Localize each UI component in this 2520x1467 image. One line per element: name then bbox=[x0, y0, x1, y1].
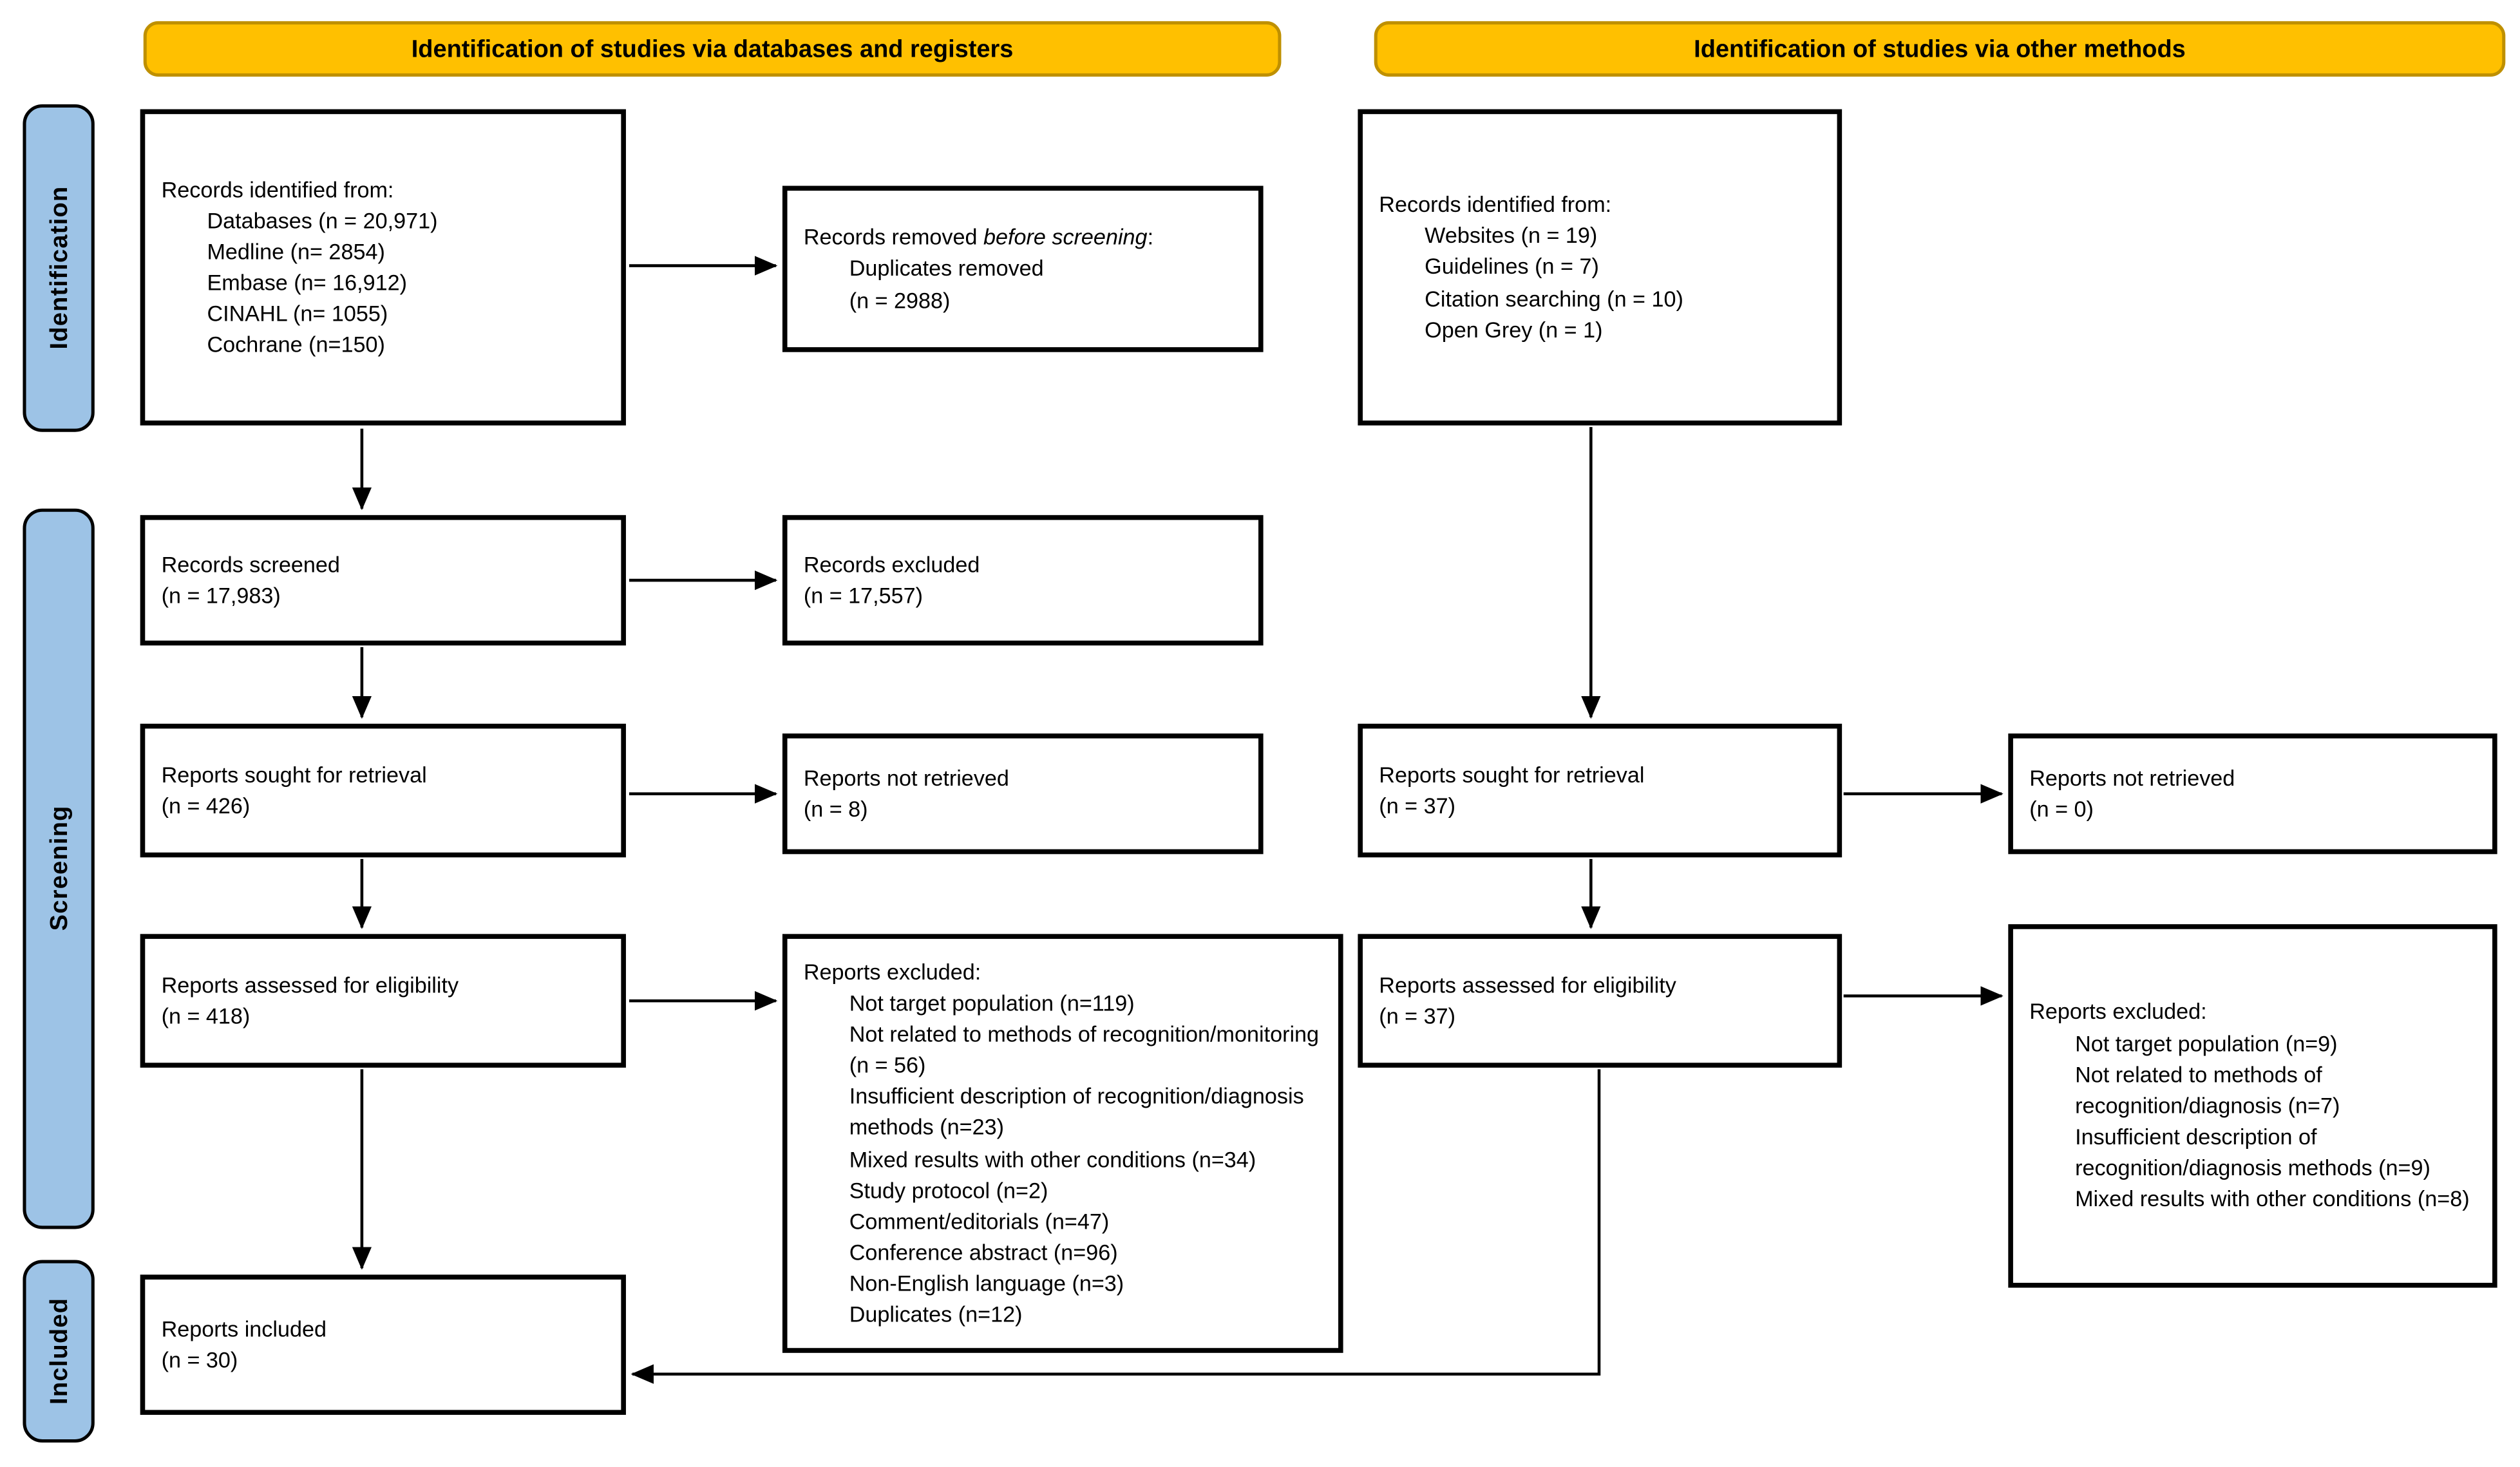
box-line: Reports not retrieved bbox=[2029, 766, 2235, 791]
list-item: Citation searching (n = 10) bbox=[1425, 286, 1683, 311]
box-reports-sought-retrieval-other: Reports sought for retrieval (n = 37) bbox=[1358, 723, 1843, 858]
list-item: Insufficient description of recognition/… bbox=[2075, 1124, 2430, 1181]
list-item: Not target population (n=9) bbox=[2075, 1031, 2338, 1056]
sidebar-identification: Identification bbox=[23, 104, 95, 432]
list-item: Open Grey (n = 1) bbox=[1425, 317, 1603, 342]
box-records-screened: Records screened (n = 17,983) bbox=[140, 515, 626, 646]
box-title: Records identified from: bbox=[1379, 192, 1612, 217]
box-title: Records identified from: bbox=[161, 176, 394, 202]
list-item: Databases (n = 20,971) bbox=[207, 208, 438, 233]
list-item: Conference abstract (n=96) bbox=[849, 1240, 1118, 1265]
box-title: Records removed before screening: bbox=[804, 222, 1242, 253]
box-records-identified-other: Records identified from: Websites (n = 1… bbox=[1358, 109, 1843, 426]
list-item: Guidelines (n = 7) bbox=[1425, 254, 1599, 279]
box-reports-excluded-other: Reports excluded: Not target population … bbox=[2008, 924, 2497, 1288]
list-item: Duplicates removed bbox=[849, 256, 1044, 281]
box-title-italic: before screening bbox=[983, 225, 1148, 250]
list-item: Not related to methods of recognition/di… bbox=[2075, 1062, 2340, 1119]
list-item: Study protocol (n=2) bbox=[849, 1178, 1048, 1203]
box-reports-excluded-databases: Reports excluded: Not target population … bbox=[782, 934, 1343, 1353]
box-line: Reports included bbox=[161, 1316, 327, 1341]
box-reports-assessed-other: Reports assessed for eligibility (n = 37… bbox=[1358, 934, 1843, 1068]
list-item: Duplicates (n=12) bbox=[849, 1303, 1023, 1328]
list-item: CINAHL (n= 1055) bbox=[207, 301, 388, 327]
box-title: Reports excluded: bbox=[2029, 999, 2207, 1025]
box-line: (n = 426) bbox=[161, 793, 251, 819]
box-line: Reports not retrieved bbox=[803, 766, 1009, 791]
list-item: Not related to methods of recognition/mo… bbox=[849, 1021, 1320, 1078]
sidebar-screening: Screening bbox=[23, 508, 95, 1229]
box-reports-sought-retrieval-databases: Reports sought for retrieval (n = 426) bbox=[140, 723, 626, 858]
list-item: Non-English language (n=3) bbox=[849, 1271, 1124, 1296]
list-item: Embase (n= 16,912) bbox=[207, 270, 408, 296]
box-reports-not-retrieved-other: Reports not retrieved (n = 0) bbox=[2008, 733, 2497, 855]
box-reports-assessed-databases: Reports assessed for eligibility (n = 41… bbox=[140, 934, 626, 1068]
box-records-excluded: Records excluded (n = 17,557) bbox=[782, 515, 1264, 646]
list-item: Mixed results with other conditions (n=8… bbox=[2075, 1187, 2470, 1212]
list-item: (n = 2988) bbox=[849, 287, 951, 312]
box-line: Records screened bbox=[161, 552, 340, 577]
box-line: Reports assessed for eligibility bbox=[161, 972, 459, 998]
list-item: Cochrane (n=150) bbox=[207, 333, 385, 358]
header-other-methods: Identification of studies via other meth… bbox=[1374, 21, 2506, 77]
box-line: (n = 418) bbox=[161, 1004, 251, 1029]
box-line: (n = 30) bbox=[161, 1348, 238, 1373]
list-item: Medline (n= 2854) bbox=[207, 239, 385, 264]
box-line: (n = 17,557) bbox=[803, 583, 924, 609]
header-databases-registers: Identification of studies via databases … bbox=[143, 21, 1282, 77]
list-item: Insufficient description of recognition/… bbox=[849, 1084, 1304, 1140]
sidebar-included-label: Included bbox=[44, 1298, 73, 1405]
box-line: (n = 17,983) bbox=[161, 583, 281, 609]
box-reports-not-retrieved-databases: Reports not retrieved (n = 8) bbox=[782, 733, 1264, 855]
box-title-colon: : bbox=[1147, 225, 1154, 250]
box-line: Reports assessed for eligibility bbox=[1379, 972, 1676, 998]
box-line: (n = 37) bbox=[1379, 1004, 1456, 1029]
box-title: Reports excluded: bbox=[803, 959, 981, 984]
box-line: (n = 0) bbox=[2029, 797, 2094, 822]
list-item: Websites (n = 19) bbox=[1425, 223, 1598, 249]
box-line: Reports sought for retrieval bbox=[161, 762, 427, 788]
sidebar-screening-label: Screening bbox=[44, 806, 73, 932]
box-line: Records excluded bbox=[803, 552, 980, 577]
sidebar-included: Included bbox=[23, 1260, 95, 1443]
box-records-removed-before-screening: Records removed before screening: Duplic… bbox=[782, 185, 1264, 352]
box-line: (n = 8) bbox=[803, 797, 868, 822]
box-title-text: Records removed bbox=[803, 225, 984, 250]
box-reports-included: Reports included (n = 30) bbox=[140, 1274, 626, 1415]
box-line: (n = 37) bbox=[1379, 793, 1456, 819]
box-line: Reports sought for retrieval bbox=[1379, 762, 1645, 788]
sidebar-identification-label: Identification bbox=[44, 186, 73, 350]
list-item: Mixed results with other conditions (n=3… bbox=[849, 1146, 1256, 1171]
list-item: Comment/editorials (n=47) bbox=[849, 1209, 1110, 1234]
list-item: Not target population (n=119) bbox=[849, 990, 1135, 1016]
box-records-identified-databases: Records identified from: Databases (n = … bbox=[140, 109, 626, 426]
